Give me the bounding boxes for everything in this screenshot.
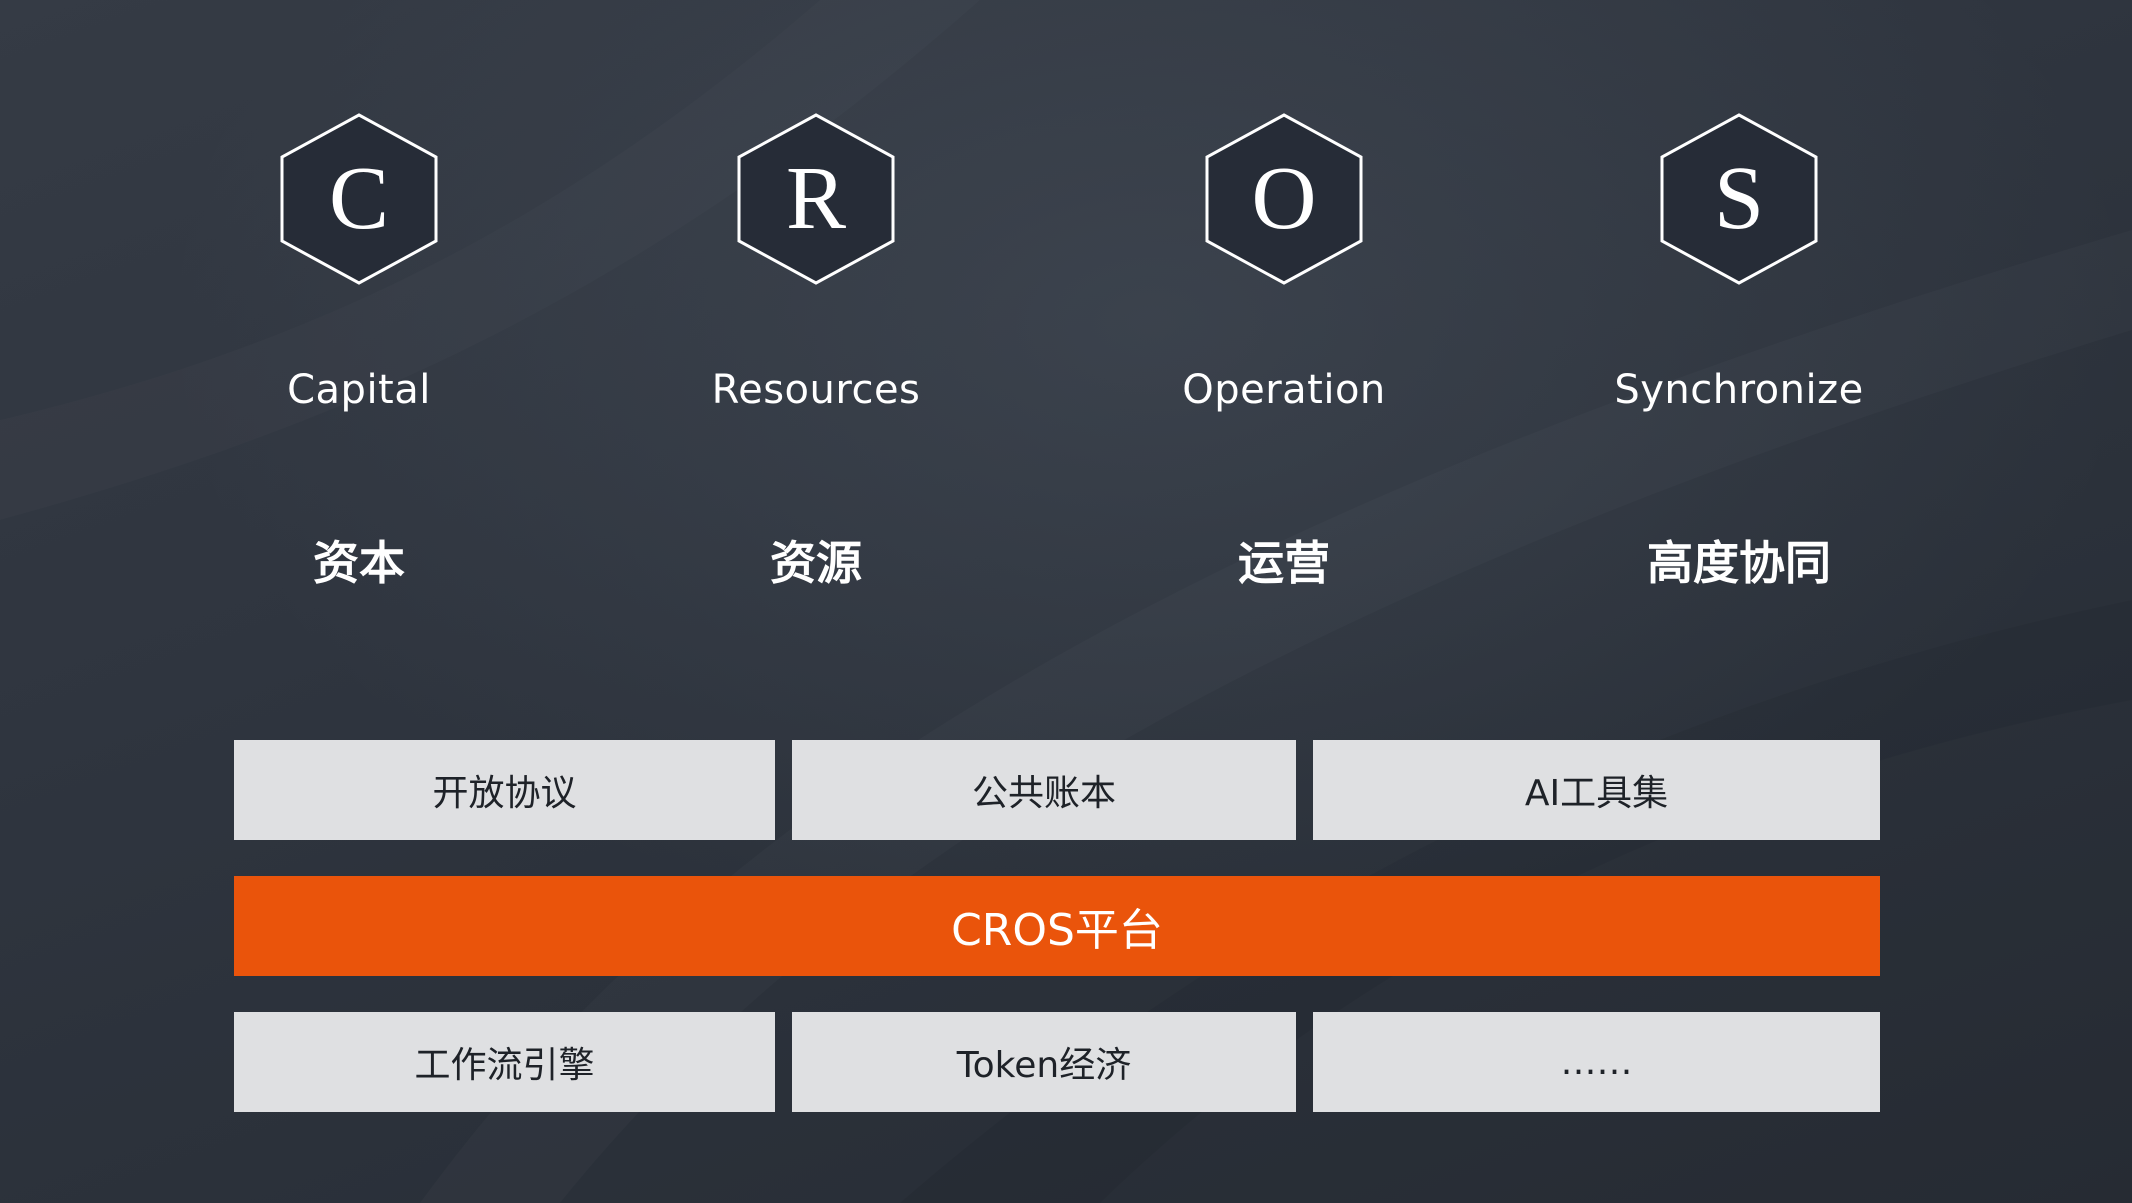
hexagon-letter: O (1251, 149, 1317, 248)
hexagon-letter: R (785, 149, 847, 248)
pillar-synchronize: S Synchronize 高度协同 (1529, 112, 1949, 602)
component-token-economy: Token经济 (792, 1012, 1296, 1112)
hexagon-letter: S (1713, 149, 1765, 248)
component-public-ledger: 公共账本 (792, 740, 1296, 840)
hexagon-c: C (278, 112, 440, 286)
hexagon-s: S (1658, 112, 1820, 286)
pillar-chinese-label: 资本 (313, 536, 405, 590)
pillar-english-label: Capital (287, 367, 431, 413)
pillar-chinese-label: 运营 (1238, 536, 1330, 590)
hexagon-o: O (1203, 112, 1365, 286)
pillar-capital: C Capital 资本 (149, 112, 569, 602)
pillar-chinese-label: 高度协同 (1647, 536, 1831, 590)
cros-platform-bar: CROS平台 (234, 876, 1880, 976)
pillar-operation: O Operation 运营 (1074, 112, 1494, 602)
pillar-english-label: Synchronize (1614, 367, 1864, 413)
component-more-ellipsis: …… (1313, 1012, 1880, 1112)
component-workflow-engine: 工作流引擎 (234, 1012, 775, 1112)
hexagon-shape (1660, 113, 1818, 285)
hexagon-letter: C (328, 149, 390, 248)
hexagon-shape (737, 113, 895, 285)
component-ai-toolset: AI工具集 (1313, 740, 1880, 840)
pillar-english-label: Operation (1182, 367, 1386, 413)
hexagon-shape (1205, 113, 1363, 285)
pillar-english-label: Resources (711, 367, 921, 413)
hexagon-shape (280, 113, 438, 285)
hexagon-r: R (735, 112, 897, 286)
pillar-chinese-label: 资源 (770, 536, 862, 590)
component-open-protocol: 开放协议 (234, 740, 775, 840)
pillar-resources: R Resources 资源 (606, 112, 1026, 602)
